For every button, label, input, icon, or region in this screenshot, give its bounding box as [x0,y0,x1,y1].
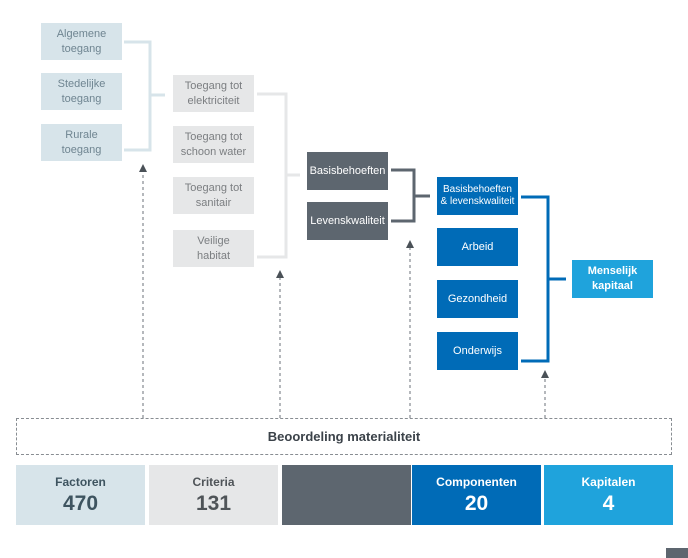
box-veilige-habitat: Veilige habitat [173,230,254,267]
stat-factoren: Factoren 470 [16,465,145,525]
box-arbeid: Arbeid [437,228,518,266]
box-basisbehoeften-levenskwaliteit: Basisbehoeften & levenskwaliteit [437,177,518,215]
box-toegang-schoon-water: Toegang tot schoon water [173,126,254,163]
bracket-level3 [391,168,430,223]
stat-value: 131 [195,491,232,515]
bracket-level1 [124,40,165,152]
stat-value: 4 [602,491,615,515]
arrowhead-3 [406,240,414,248]
box-onderwijs: Onderwijs [437,332,518,370]
box-toegang-sanitair: Toegang tot sanitair [173,177,254,214]
box-stedelijke-toegang: Stedelijke toegang [41,73,122,110]
stat-empty [282,465,411,525]
box-menselijk-kapitaal: Menselijk kapitaal [572,260,653,298]
arrowhead-2 [276,270,284,278]
box-rurale-toegang: Rurale toegang [41,124,122,161]
beoordeling-label: Beoordeling materialiteit [267,429,421,444]
bracket-level2 [257,92,300,259]
arrowhead-4 [541,370,549,378]
arrowhead-1 [139,164,147,172]
stat-label: Kapitalen [581,474,636,489]
stat-kapitalen: Kapitalen 4 [544,465,673,525]
stat-label: Criteria [192,474,235,489]
stat-value: 20 [464,491,489,515]
stat-criteria: Criteria 131 [149,465,278,525]
corner-mark [666,548,688,558]
stat-value: 470 [62,491,99,515]
bracket-level4 [521,195,566,363]
box-levenskwaliteit: Levenskwaliteit [307,202,388,240]
stat-label: Factoren [55,474,106,489]
stat-label: Componenten [436,474,517,489]
box-gezondheid: Gezondheid [437,280,518,318]
box-toegang-elektriciteit: Toegang tot elektriciteit [173,75,254,112]
box-basisbehoeften: Basisbehoeften [307,152,388,190]
box-algemene-toegang: Algemene toegang [41,23,122,60]
stat-componenten: Componenten 20 [412,465,541,525]
beoordeling-materialiteit-box: Beoordeling materialiteit [16,418,672,455]
